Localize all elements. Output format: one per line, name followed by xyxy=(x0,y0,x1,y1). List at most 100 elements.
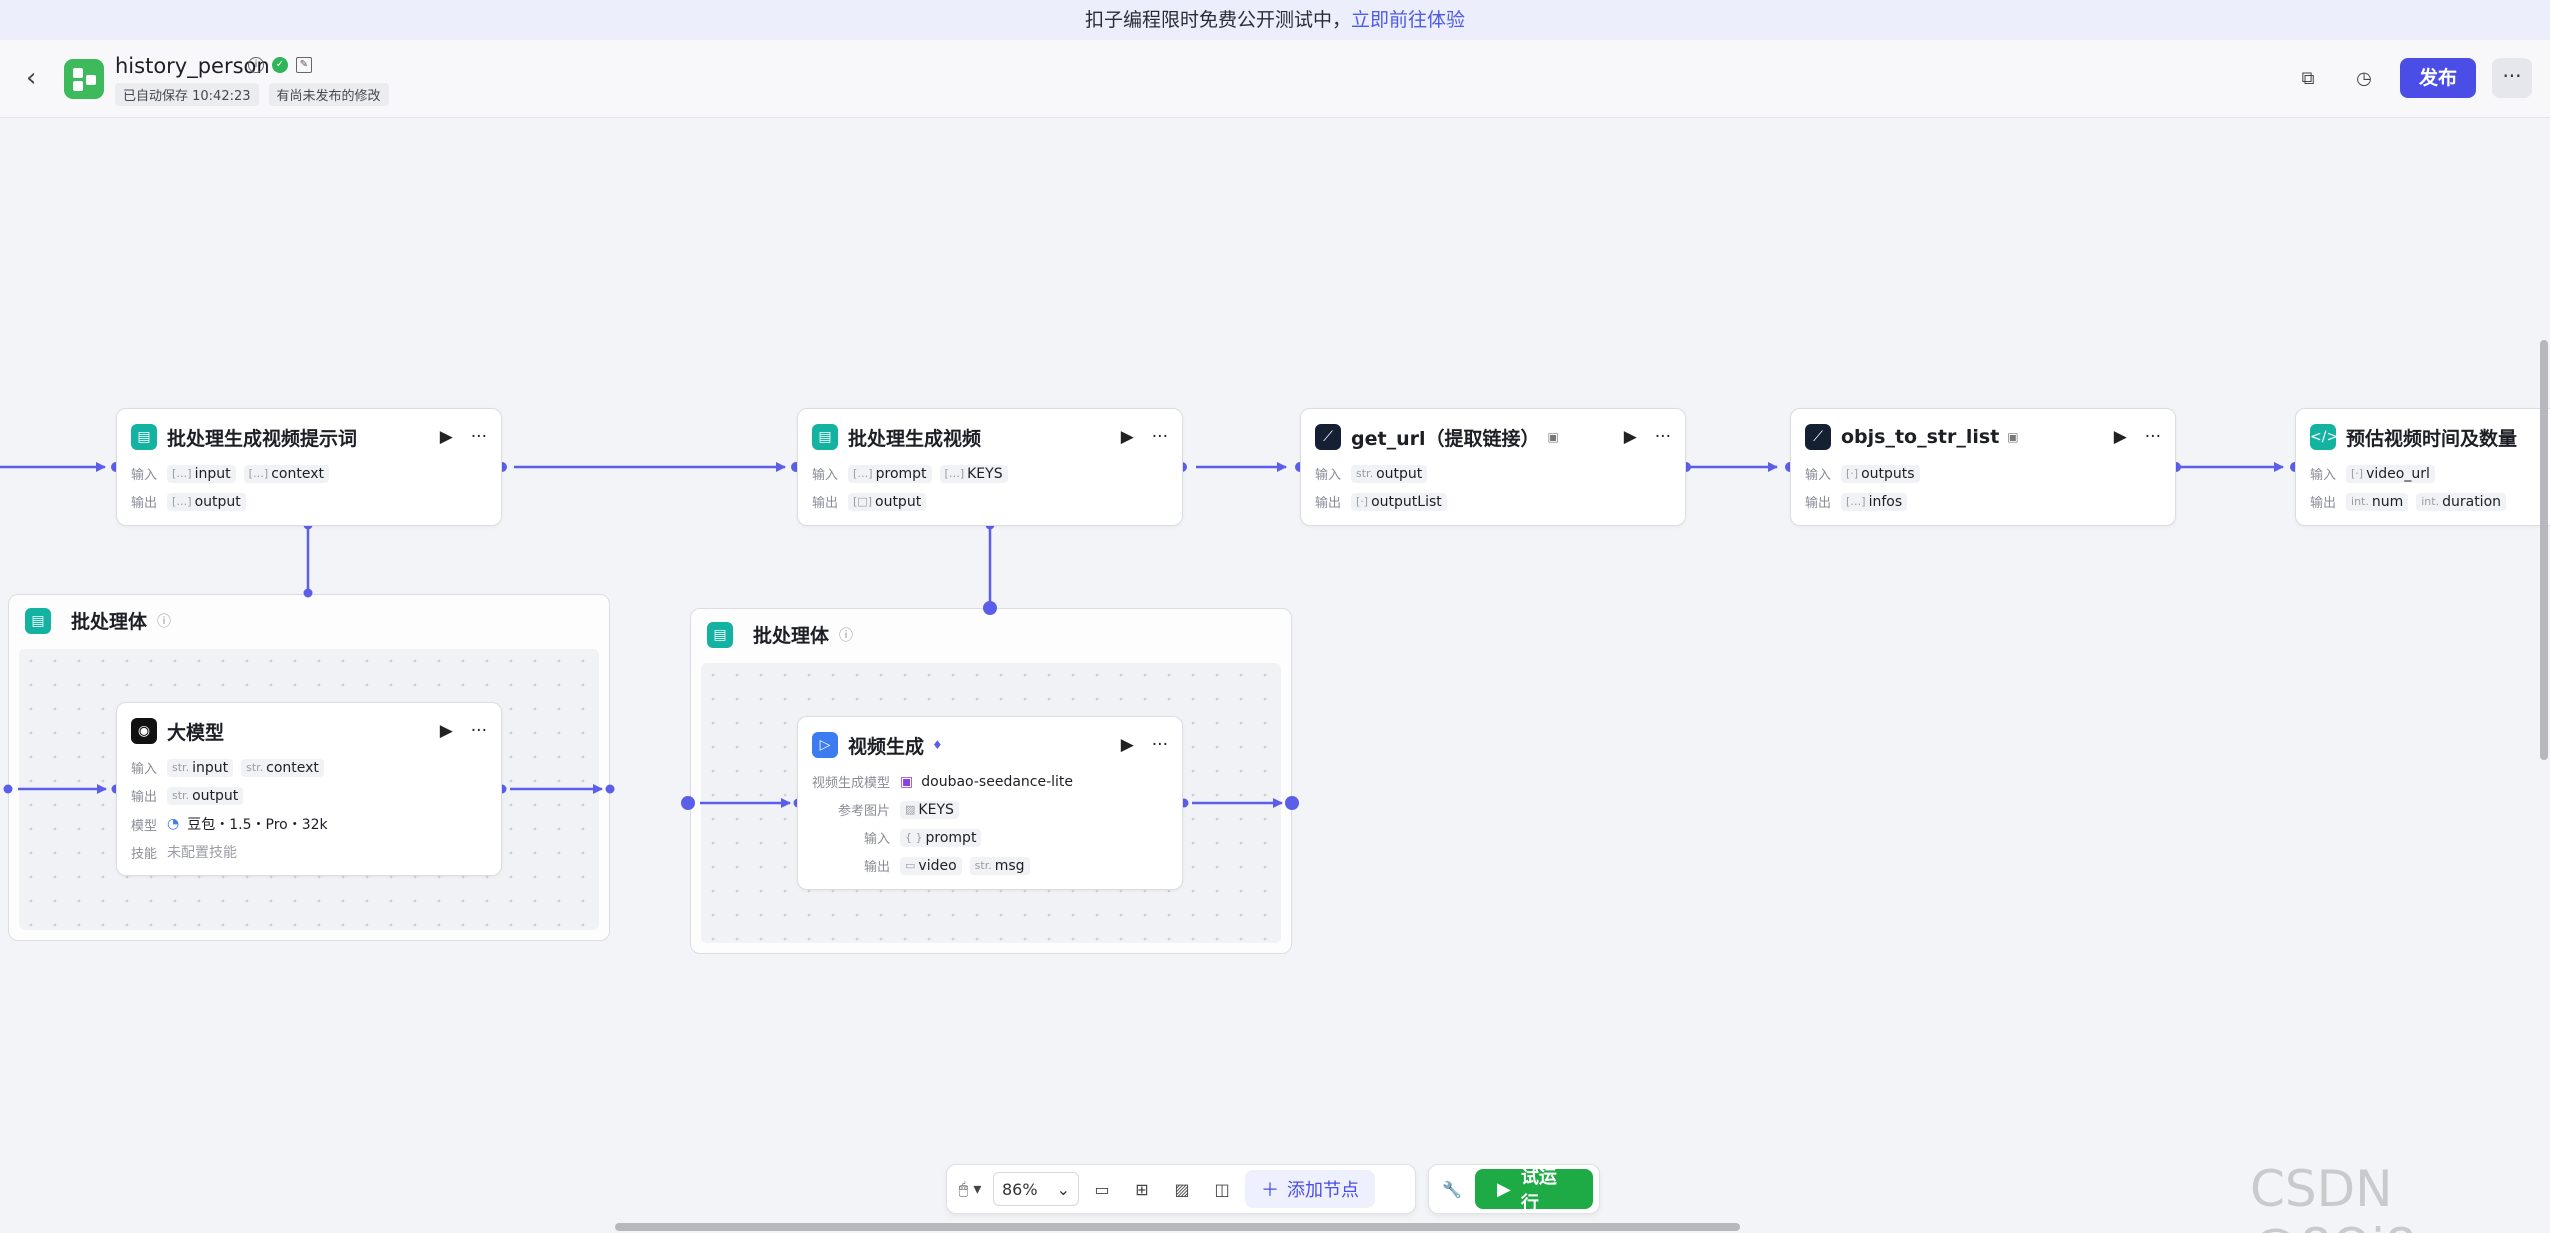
back-icon[interactable]: ‹ xyxy=(26,63,37,93)
autosave-tag: 已自动保存 10:42:23 xyxy=(115,83,259,106)
param: output xyxy=(875,493,922,510)
group-title: 批处理体 xyxy=(753,625,830,647)
app-logo-icon xyxy=(64,59,104,99)
skill-label: 技能 xyxy=(131,846,158,862)
run-icon[interactable]: ▶ xyxy=(1120,735,1134,755)
param: prompt xyxy=(875,465,927,482)
zoom-select[interactable]: 86%⌄ xyxy=(993,1172,1079,1206)
node-estimate-video[interactable]: </> 预估视频时间及数量 输入 [·]video_url 输出 int.num… xyxy=(2295,408,2550,526)
plus-icon: ＋ xyxy=(1261,1180,1279,1201)
run-icon[interactable]: ▶ xyxy=(2113,427,2127,447)
wrench-icon[interactable]: 🔧 xyxy=(1442,1179,1462,1199)
param: KEYS xyxy=(918,801,954,818)
minimap-icon[interactable]: ◫ xyxy=(1214,1179,1230,1199)
skill-value: 未配置技能 xyxy=(167,845,238,861)
top-banner: 扣子编程限时免费公开测试中，立即前往体验 xyxy=(0,0,2550,40)
banner-text: 扣子编程限时免费公开测试中， xyxy=(1084,9,1351,31)
input-label: 输入 xyxy=(2310,468,2337,483)
publish-button[interactable]: 发布 xyxy=(2400,58,2476,98)
more-icon[interactable]: ··· xyxy=(1151,427,1168,447)
param: output xyxy=(194,493,241,510)
plugin-icon: ⟋ xyxy=(1315,424,1341,450)
info-icon[interactable]: ⓘ xyxy=(839,627,854,644)
param: input xyxy=(192,759,229,776)
node-llm[interactable]: ◉ 大模型 ▶··· 输入 str.input str.context 输出 s… xyxy=(116,702,502,876)
horizontal-scrollbar[interactable] xyxy=(615,1223,1740,1231)
param: video_url xyxy=(2366,465,2430,482)
plugin-icon: ⟋ xyxy=(1805,424,1831,450)
workflow-canvas[interactable]: ▤ 批处理体 ⓘ ▤ 批处理体 ⓘ xyxy=(0,118,2550,1233)
info-icon[interactable]: ⓘ xyxy=(157,613,172,630)
param: msg xyxy=(994,857,1025,874)
vertical-scrollbar[interactable] xyxy=(2540,340,2548,760)
workflow-title: history_person xyxy=(115,54,270,78)
param: context xyxy=(266,759,319,776)
more-icon[interactable]: ··· xyxy=(470,427,487,447)
param: output xyxy=(192,787,239,804)
param: prompt xyxy=(925,829,977,846)
run-icon[interactable]: ▶ xyxy=(1120,427,1134,447)
info-icon[interactable]: i xyxy=(248,57,264,73)
output-label: 输出 xyxy=(131,496,158,511)
output-label: 输出 xyxy=(2310,496,2337,511)
chevron-down-icon: ⌄ xyxy=(1056,1179,1070,1199)
input-label: 输入 xyxy=(812,468,839,483)
layout-icon[interactable]: ⊞ xyxy=(1135,1179,1149,1199)
param: num xyxy=(2371,493,2404,510)
mouse-mode-icon[interactable]: 🖱 ▾ xyxy=(958,1179,982,1198)
add-node-label: 添加节点 xyxy=(1287,1180,1359,1201)
ref-label: 参考图片 xyxy=(838,804,891,819)
node-get-url[interactable]: ⟋ get_url（提取链接） ▣ ▶··· 输入 str.output 输出 … xyxy=(1300,408,1686,526)
unpublished-tag: 有尚未发布的修改 xyxy=(268,83,389,106)
more-icon[interactable]: ··· xyxy=(2492,58,2532,98)
input-label: 输入 xyxy=(131,762,158,777)
more-icon[interactable]: ··· xyxy=(470,721,487,741)
node-batch-video[interactable]: ▤ 批处理生成视频 ▶··· 输入 […]prompt […]KEYS 输出 [… xyxy=(797,408,1183,526)
copy-icon[interactable]: ⧉ xyxy=(2301,68,2315,89)
history-icon[interactable]: ◷ xyxy=(2356,68,2372,89)
check-icon: ✓ xyxy=(272,57,288,73)
run-icon[interactable]: ▶ xyxy=(439,721,453,741)
node-batch-prompt[interactable]: ▤ 批处理生成视频提示词 ▶··· 输入 […]input […]context… xyxy=(116,408,502,526)
more-icon[interactable]: ··· xyxy=(1151,735,1168,755)
output-label: 输出 xyxy=(131,790,158,805)
param: outputs xyxy=(1861,465,1915,482)
param: outputList xyxy=(1371,493,1442,510)
code-icon: </> xyxy=(2310,424,2338,450)
add-node-button[interactable]: ＋ 添加节点 xyxy=(1245,1170,1375,1208)
input-label: 输入 xyxy=(1805,468,1832,483)
comment-icon[interactable]: ▭ xyxy=(1094,1179,1110,1199)
batch-icon: ▤ xyxy=(812,424,838,450)
model-label: 视频生成模型 xyxy=(812,776,891,791)
input-label: 输入 xyxy=(864,832,891,847)
watermark: CSDN @8Qi8 xyxy=(2250,1160,2417,1233)
param: input xyxy=(194,465,231,482)
input-label: 输入 xyxy=(1315,468,1342,483)
batch-icon: ▤ xyxy=(131,424,157,450)
node-title: get_url（提取链接） xyxy=(1351,427,1540,450)
node-video-generation[interactable]: ▷ 视频生成 ♦ ▶··· 视频生成模型 ▣ doubao-seedance-l… xyxy=(797,716,1183,890)
run-icon[interactable]: ▶ xyxy=(439,427,453,447)
param: output xyxy=(1376,465,1423,482)
output-label: 输出 xyxy=(864,860,891,875)
model-value: 豆包・1.5・Pro・32k xyxy=(187,817,328,833)
node-objs-to-str-list[interactable]: ⟋ objs_to_str_list ▣ ▶··· 输入 [·]outputs … xyxy=(1790,408,2176,526)
banner-link[interactable]: 立即前往体验 xyxy=(1351,9,1466,31)
play-icon: ▶ xyxy=(1497,1178,1511,1200)
edit-icon[interactable]: ✎ xyxy=(296,57,312,73)
workflow-header: ‹ history_person i ✓ ✎ 已自动保存 10:42:23 有尚… xyxy=(0,40,2550,118)
batch-icon: ▤ xyxy=(707,621,733,648)
run-icon[interactable]: ▶ xyxy=(1623,427,1637,447)
batch-icon: ▤ xyxy=(25,607,51,634)
more-icon[interactable]: ··· xyxy=(1654,427,1671,447)
test-run-button[interactable]: ▶试运行 xyxy=(1475,1167,1593,1214)
output-label: 输出 xyxy=(812,496,839,511)
plugin-badge-icon: ▣ xyxy=(2007,430,2019,444)
param: KEYS xyxy=(967,465,1003,482)
more-icon[interactable]: ··· xyxy=(2144,427,2161,447)
input-label: 输入 xyxy=(131,468,158,483)
canvas-toolbar: 🖱 ▾ 86%⌄ ▭ ⊞ ▨ ◫ ＋ 添加节点 xyxy=(946,1164,1416,1214)
group-title: 批处理体 xyxy=(71,611,148,633)
image-icon[interactable]: ▨ xyxy=(1174,1179,1190,1199)
video-icon: ▷ xyxy=(812,732,838,758)
